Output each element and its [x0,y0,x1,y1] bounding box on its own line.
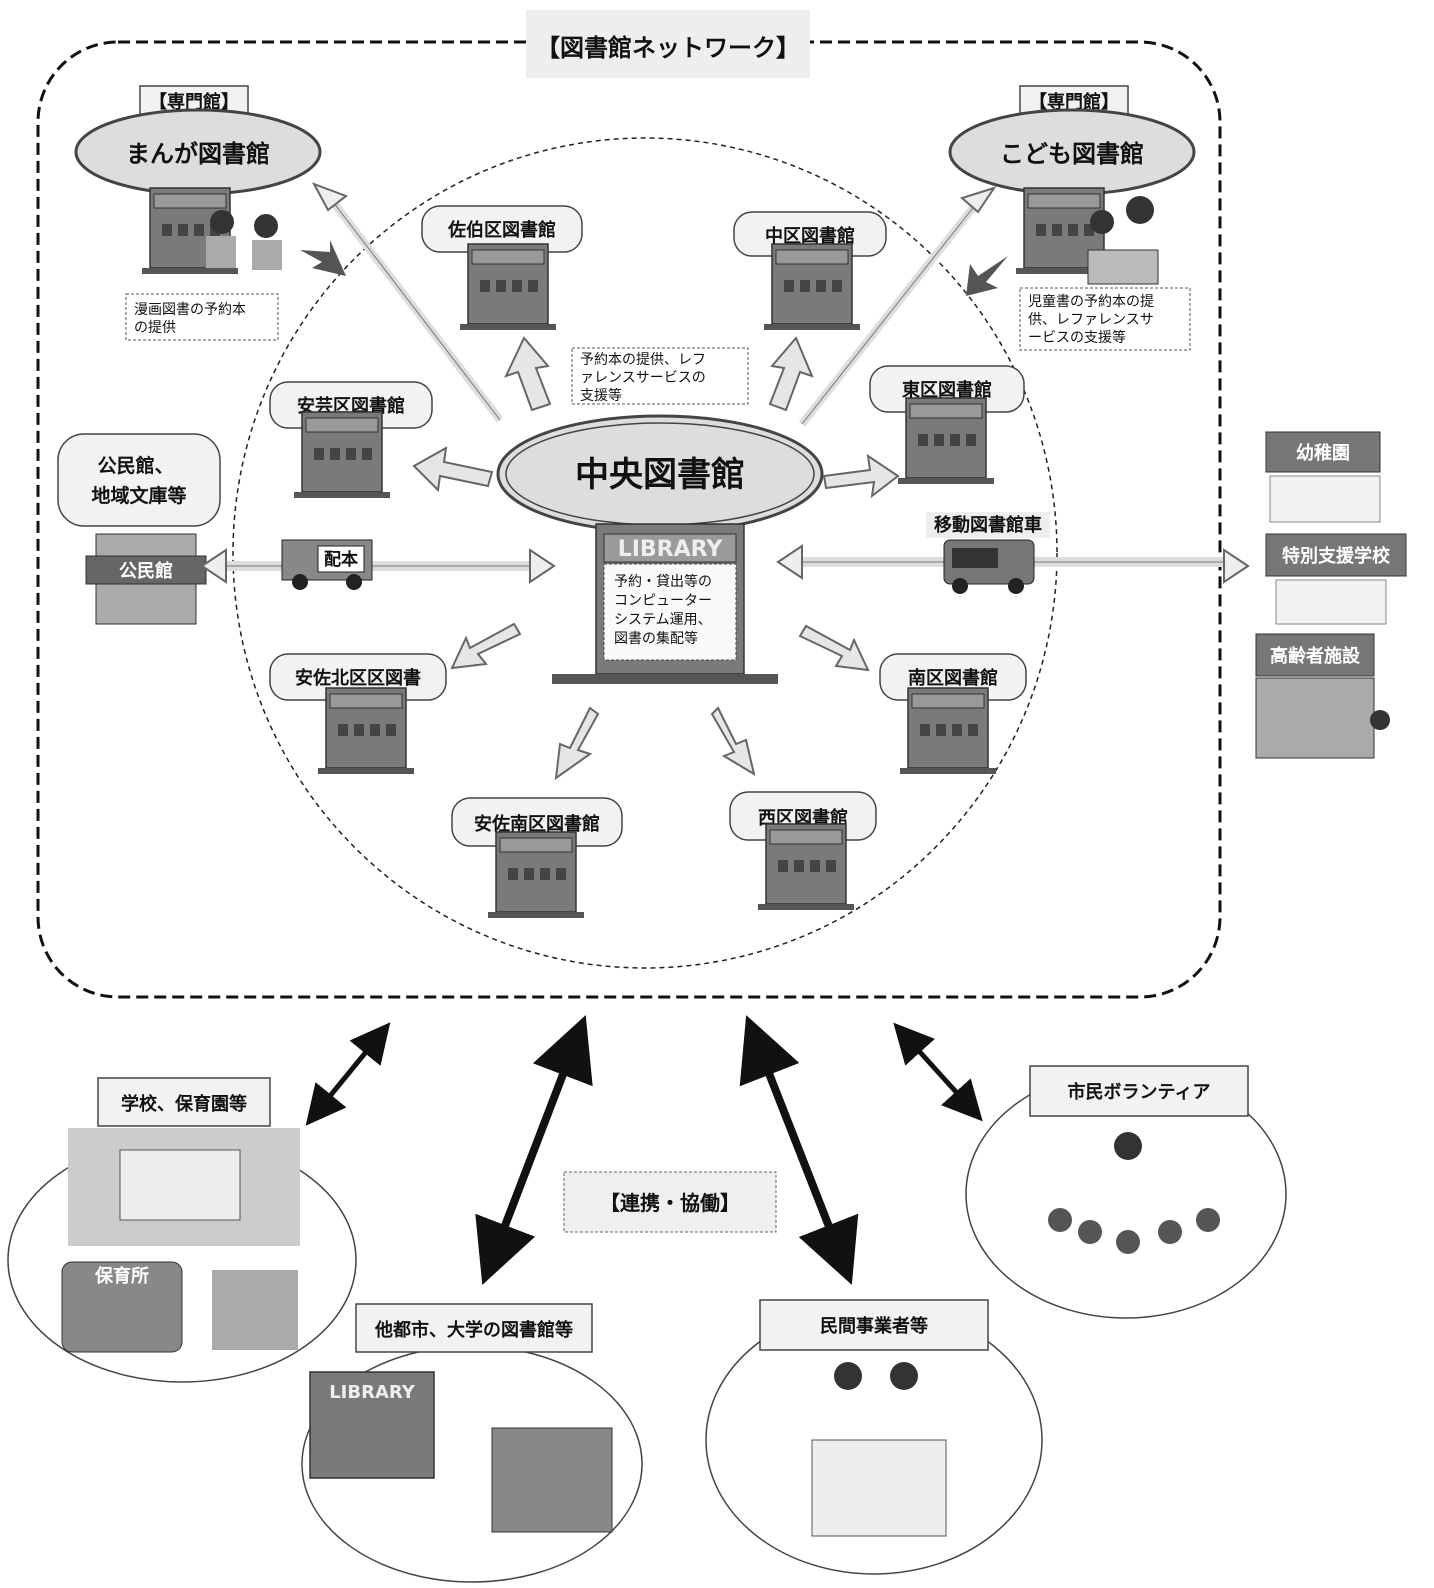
central-library: 中央図書館 LIBRARY 予約・貸出等の コンピューター システム運用、 図書… [496,414,824,684]
svg-text:公民館、 地域文庫等: 公民館、 地域文庫等 [91,454,186,507]
network-title: 【図書館ネットワーク】 [536,34,800,62]
manga-library: 【専門館】 まんが図書館 漫画図書の予約本 の提供 [74,85,346,341]
svg-text:【専門館】: 【専門館】 [149,91,239,113]
partner-volunteers: 市民ボランティア [965,1065,1287,1319]
central-library-sign: LIBRARY [618,537,724,562]
collaboration-arrows [305,1015,983,1285]
svg-text:幼稚園: 幼稚園 [1296,442,1350,464]
delivery-route: 配本 [200,539,556,590]
svg-text:学校、保育園等: 学校、保育園等 [121,1093,247,1115]
svg-text:中区図書館: 中区図書館 [765,225,855,247]
svg-text:安佐北区区図書: 安佐北区区図書 [295,667,421,689]
branch-naka: 中区図書館 [733,211,887,331]
mobile-library-route: 移動図書館車 [776,512,1250,594]
partner-other-libraries: 他都市、大学の図書館等 LIBRARY [301,1303,643,1583]
branch-asakita: 安佐北区区図書 [269,653,447,775]
kindergarten: 幼稚園 [1265,431,1381,523]
nursery-sign: 保育所 [94,1265,149,1287]
kodomo-library-name: こども図書館 [1000,140,1144,168]
branch-saeki: 佐伯区図書館 [421,205,583,331]
central-area-circle [232,137,1058,969]
svg-text:南区図書館: 南区図書館 [908,667,998,689]
manga-library-name: まんが図書館 [126,140,270,168]
partner-library-sign: LIBRARY [329,1382,416,1403]
delivery-label: 配本 [324,549,358,570]
branch-asaminami: 安佐南区図書館 [451,797,623,919]
svg-text:東区図書館: 東区図書館 [902,379,992,401]
branch-aki: 安芸区図書館 [269,381,433,499]
special-school: 特別支援学校 [1265,533,1407,625]
partner-schools: 学校、保育園等 保育所 [7,1077,357,1383]
elderly-facility: 高齢者施設 [1255,633,1390,759]
branch-higashi: 東区図書館 [869,365,1025,485]
branch-minami: 南区図書館 [879,653,1027,775]
svg-text:市民ボランティア: 市民ボランティア [1068,1081,1211,1103]
branch-nishi: 西区図書館 [729,791,877,911]
svg-text:【専門館】: 【専門館】 [1029,91,1119,113]
svg-text:他都市、大学の図書館等: 他都市、大学の図書館等 [374,1319,573,1341]
central-library-note: 予約・貸出等の コンピューター システム運用、 図書の集配等 [614,573,716,647]
svg-text:民間事業者等: 民間事業者等 [820,1315,928,1337]
central-library-name: 中央図書館 [575,455,745,495]
svg-text:高齢者施設: 高齢者施設 [1270,645,1361,667]
svg-text:特別支援学校: 特別支援学校 [1282,545,1391,567]
kodomo-library-note: 児童書の予約本の提 供、レファレンスサ ービスの支援等 [1028,293,1158,346]
community-center: 公民館、 地域文庫等 公民館 [57,433,221,625]
branch-arrows [412,336,900,781]
mobile-library-label: 移動図書館車 [934,514,1042,536]
community-center-sign: 公民館 [119,560,173,582]
partner-businesses: 民間事業者等 [705,1299,1043,1575]
kodomo-library: 【専門館】 こども図書館 児童書の予約本の提 供、レファレンスサ ービスの支援等 [948,85,1196,351]
branch-support-note: 予約本の提供、レフ ァレンスサービスの 支援等 [580,352,710,404]
svg-text:佐伯区図書館: 佐伯区図書館 [447,219,556,241]
svg-text:安佐南区図書館: 安佐南区図書館 [474,813,600,835]
manga-library-note: 漫画図書の予約本 の提供 [134,302,250,336]
collaboration-label: 【連携・協働】 [600,1191,740,1215]
